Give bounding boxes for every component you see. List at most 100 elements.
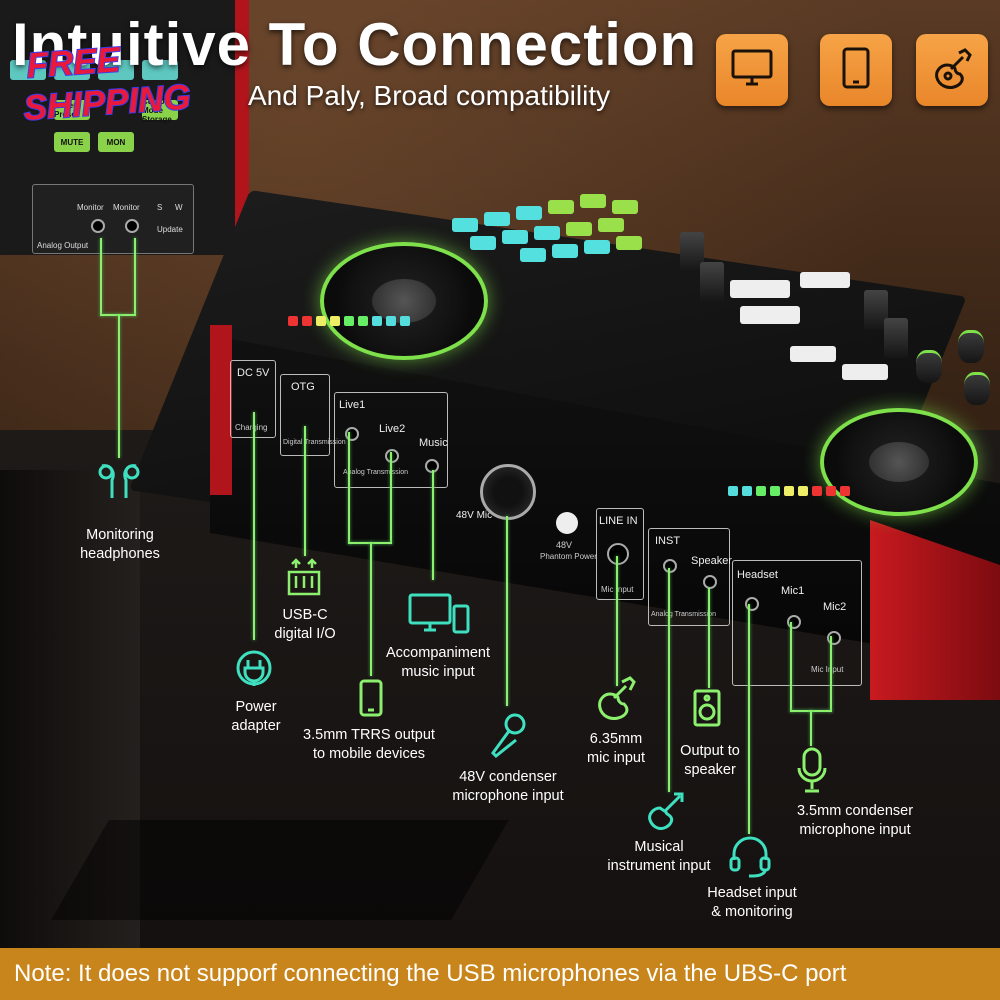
port-line-in: LINE IN Mic Input	[596, 508, 644, 600]
free-shipping-badge: FREE SHIPPING	[21, 34, 193, 129]
key-mute: MUTE	[54, 132, 90, 152]
monitor-jack-2	[125, 219, 139, 233]
monitor-jack-1	[91, 219, 105, 233]
function-button	[800, 272, 850, 288]
tablet-icon	[841, 46, 871, 95]
phantom-power-button	[556, 512, 578, 534]
device-red-side-left	[210, 325, 232, 495]
function-button	[740, 306, 800, 324]
pad	[534, 226, 560, 240]
pad	[552, 244, 578, 258]
function-button	[730, 280, 790, 298]
port-sub-digital: Digital Transmission	[283, 439, 346, 446]
pad	[502, 230, 528, 244]
port-label-live1: Live1	[339, 399, 366, 411]
electric-guitar-icon	[646, 790, 686, 830]
microphone-icon	[488, 712, 528, 758]
panel-label-monitor1: Monitor	[77, 203, 104, 212]
small-device-panel: Monitor Monitor S W Update Analog Output	[32, 184, 194, 254]
port-label-speaker: Speaker	[691, 555, 732, 567]
pad	[612, 200, 638, 214]
phantom-sub: Phantom Power	[540, 552, 597, 561]
key-teal	[98, 60, 134, 80]
panel-label-monitor2: Monitor	[113, 203, 140, 212]
tile-monitor	[716, 34, 788, 106]
pad	[580, 194, 606, 208]
guitar-icon	[596, 676, 636, 720]
port-label-live2: Live2	[379, 423, 406, 435]
pad	[470, 236, 496, 250]
port-sub-charging: Charging	[235, 423, 268, 432]
pad	[598, 218, 624, 232]
pad	[516, 206, 542, 220]
port-dc5v: DC 5V Charging	[230, 360, 276, 438]
port-sub-mic-input2: Mic Input	[811, 665, 844, 674]
live2-jack	[385, 449, 399, 463]
port-label-music: Music	[419, 437, 448, 449]
port-sub-analog2: Analog Transmission	[651, 611, 716, 618]
panel-label-update: Update	[157, 225, 183, 234]
led-bar-right	[728, 486, 850, 496]
knob	[916, 350, 942, 383]
inst-jack	[663, 559, 677, 573]
pad	[566, 222, 592, 236]
speaker-jack	[703, 575, 717, 589]
jog-wheel-left	[320, 242, 488, 360]
monitor-icon	[730, 48, 774, 93]
small-device: Reverb Preset Custom Mode Storage MUTE M…	[0, 0, 250, 260]
floor-shadow	[51, 820, 509, 920]
pad	[520, 248, 546, 262]
led-bar-left	[288, 316, 410, 326]
page-title: Intuitive To Connection	[12, 11, 698, 78]
pad	[548, 200, 574, 214]
earbuds-icon	[96, 460, 142, 504]
port-label-dc5v: DC 5V	[237, 367, 270, 379]
note-text: Note: It does not supporf connecting the…	[14, 960, 847, 987]
port-label-mic1: Mic1	[781, 585, 805, 597]
phone-icon	[358, 678, 384, 718]
key-reverb: Reverb Preset	[54, 100, 90, 120]
function-button	[842, 364, 888, 380]
condenser-mic-icon	[796, 746, 828, 794]
key-custom: Custom Mode Storage	[142, 97, 178, 124]
port-sub-analog: Analog Transmission	[343, 469, 408, 476]
pad	[584, 240, 610, 254]
knob	[964, 372, 990, 405]
knob	[958, 330, 984, 363]
callout-headset: Headset input& monitoring	[707, 885, 797, 920]
pad	[452, 218, 478, 232]
power-plug-icon	[234, 648, 274, 688]
small-device-keys: Reverb Preset Custom Mode Storage MUTE M…	[10, 60, 210, 160]
pad	[484, 212, 510, 226]
speaker-icon	[692, 688, 722, 728]
usb-ports-icon	[286, 558, 322, 598]
guitar-icon	[931, 47, 973, 94]
key-mon: MON	[98, 132, 134, 152]
jog-wheel-right	[820, 408, 978, 516]
port-label-linein: LINE IN	[599, 515, 638, 527]
port-inst-speaker: INST Speaker Analog Transmission	[648, 528, 732, 626]
port-label-inst: INST	[655, 535, 681, 547]
panel-label-s: S	[157, 203, 163, 212]
phantom-label: 48V	[556, 540, 573, 550]
function-button	[790, 346, 836, 362]
panel-label-w: W	[175, 203, 183, 212]
port-headset-mics: Headset Mic1 Mic2 Mic Input	[732, 560, 862, 686]
key-teal	[54, 60, 90, 80]
xlr-jack	[480, 464, 536, 520]
line-in-jack	[607, 543, 629, 565]
monitor-phone-icon	[408, 592, 470, 634]
port-label-otg: OTG	[291, 381, 315, 393]
key-teal	[10, 60, 46, 80]
fader-cap	[700, 262, 724, 302]
